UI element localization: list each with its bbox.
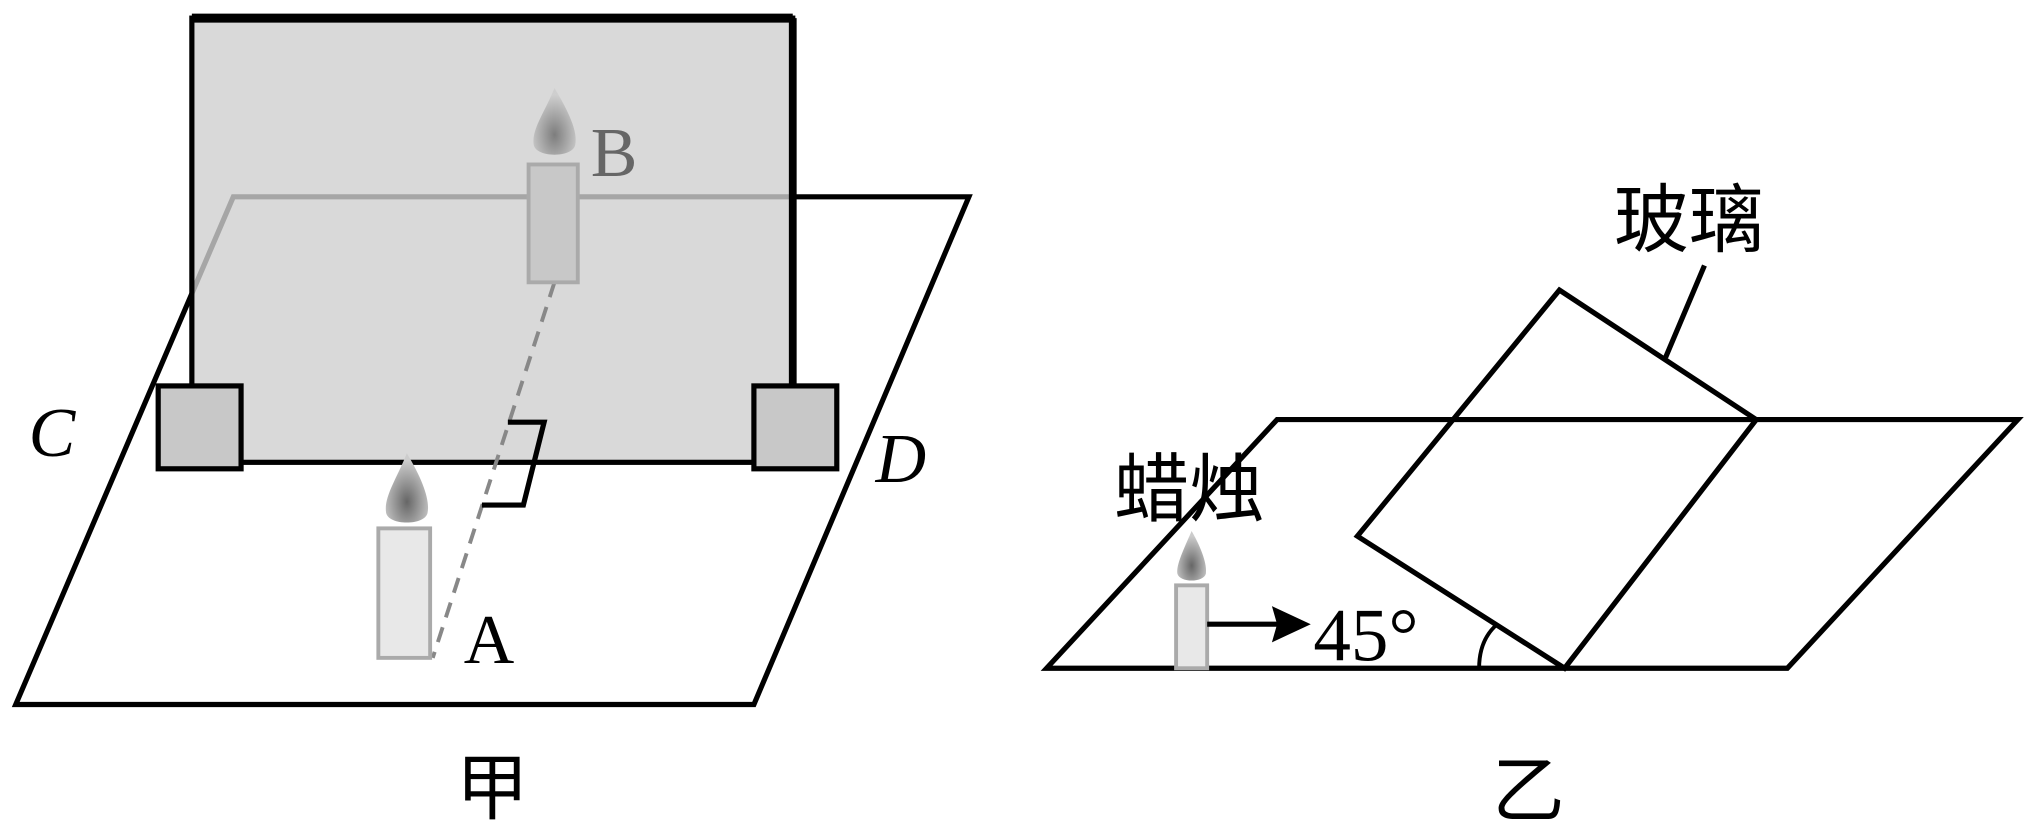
caption-right: 乙	[1492, 750, 1565, 834]
candle-label: 蜡烛	[1114, 445, 1264, 533]
right-angle-mark	[481, 419, 548, 508]
candle-body	[526, 162, 580, 285]
glass-plate	[1353, 286, 1761, 672]
flame-icon	[385, 453, 429, 523]
clamp-block-left	[155, 383, 244, 472]
angle-label: 45°	[1313, 594, 1418, 677]
flame-icon	[533, 88, 576, 155]
candle-body	[1174, 583, 1210, 671]
label-d: D	[875, 421, 927, 498]
figure-right: 玻璃 蜡烛 45° 乙	[1040, 176, 2024, 834]
glass-pane	[189, 15, 796, 465]
label-b: B	[591, 115, 638, 192]
caption-left: 甲	[456, 748, 529, 829]
flame-icon	[1177, 530, 1207, 581]
arrow-head-icon	[1271, 606, 1311, 643]
glass-leader-line	[1663, 264, 1707, 359]
candle-a	[376, 453, 433, 660]
table-surface	[1040, 417, 2024, 671]
candle-b-image	[526, 88, 580, 285]
candle	[1174, 530, 1210, 671]
candle-body	[376, 526, 433, 660]
label-c: C	[29, 395, 77, 472]
dashed-connector	[430, 281, 557, 659]
label-a: A	[464, 602, 514, 679]
angle-arc	[1477, 622, 1499, 669]
figure-left: C D B A 甲	[11, 13, 973, 829]
glass-label: 玻璃	[1614, 176, 1764, 264]
clamp-block-right	[751, 383, 840, 472]
